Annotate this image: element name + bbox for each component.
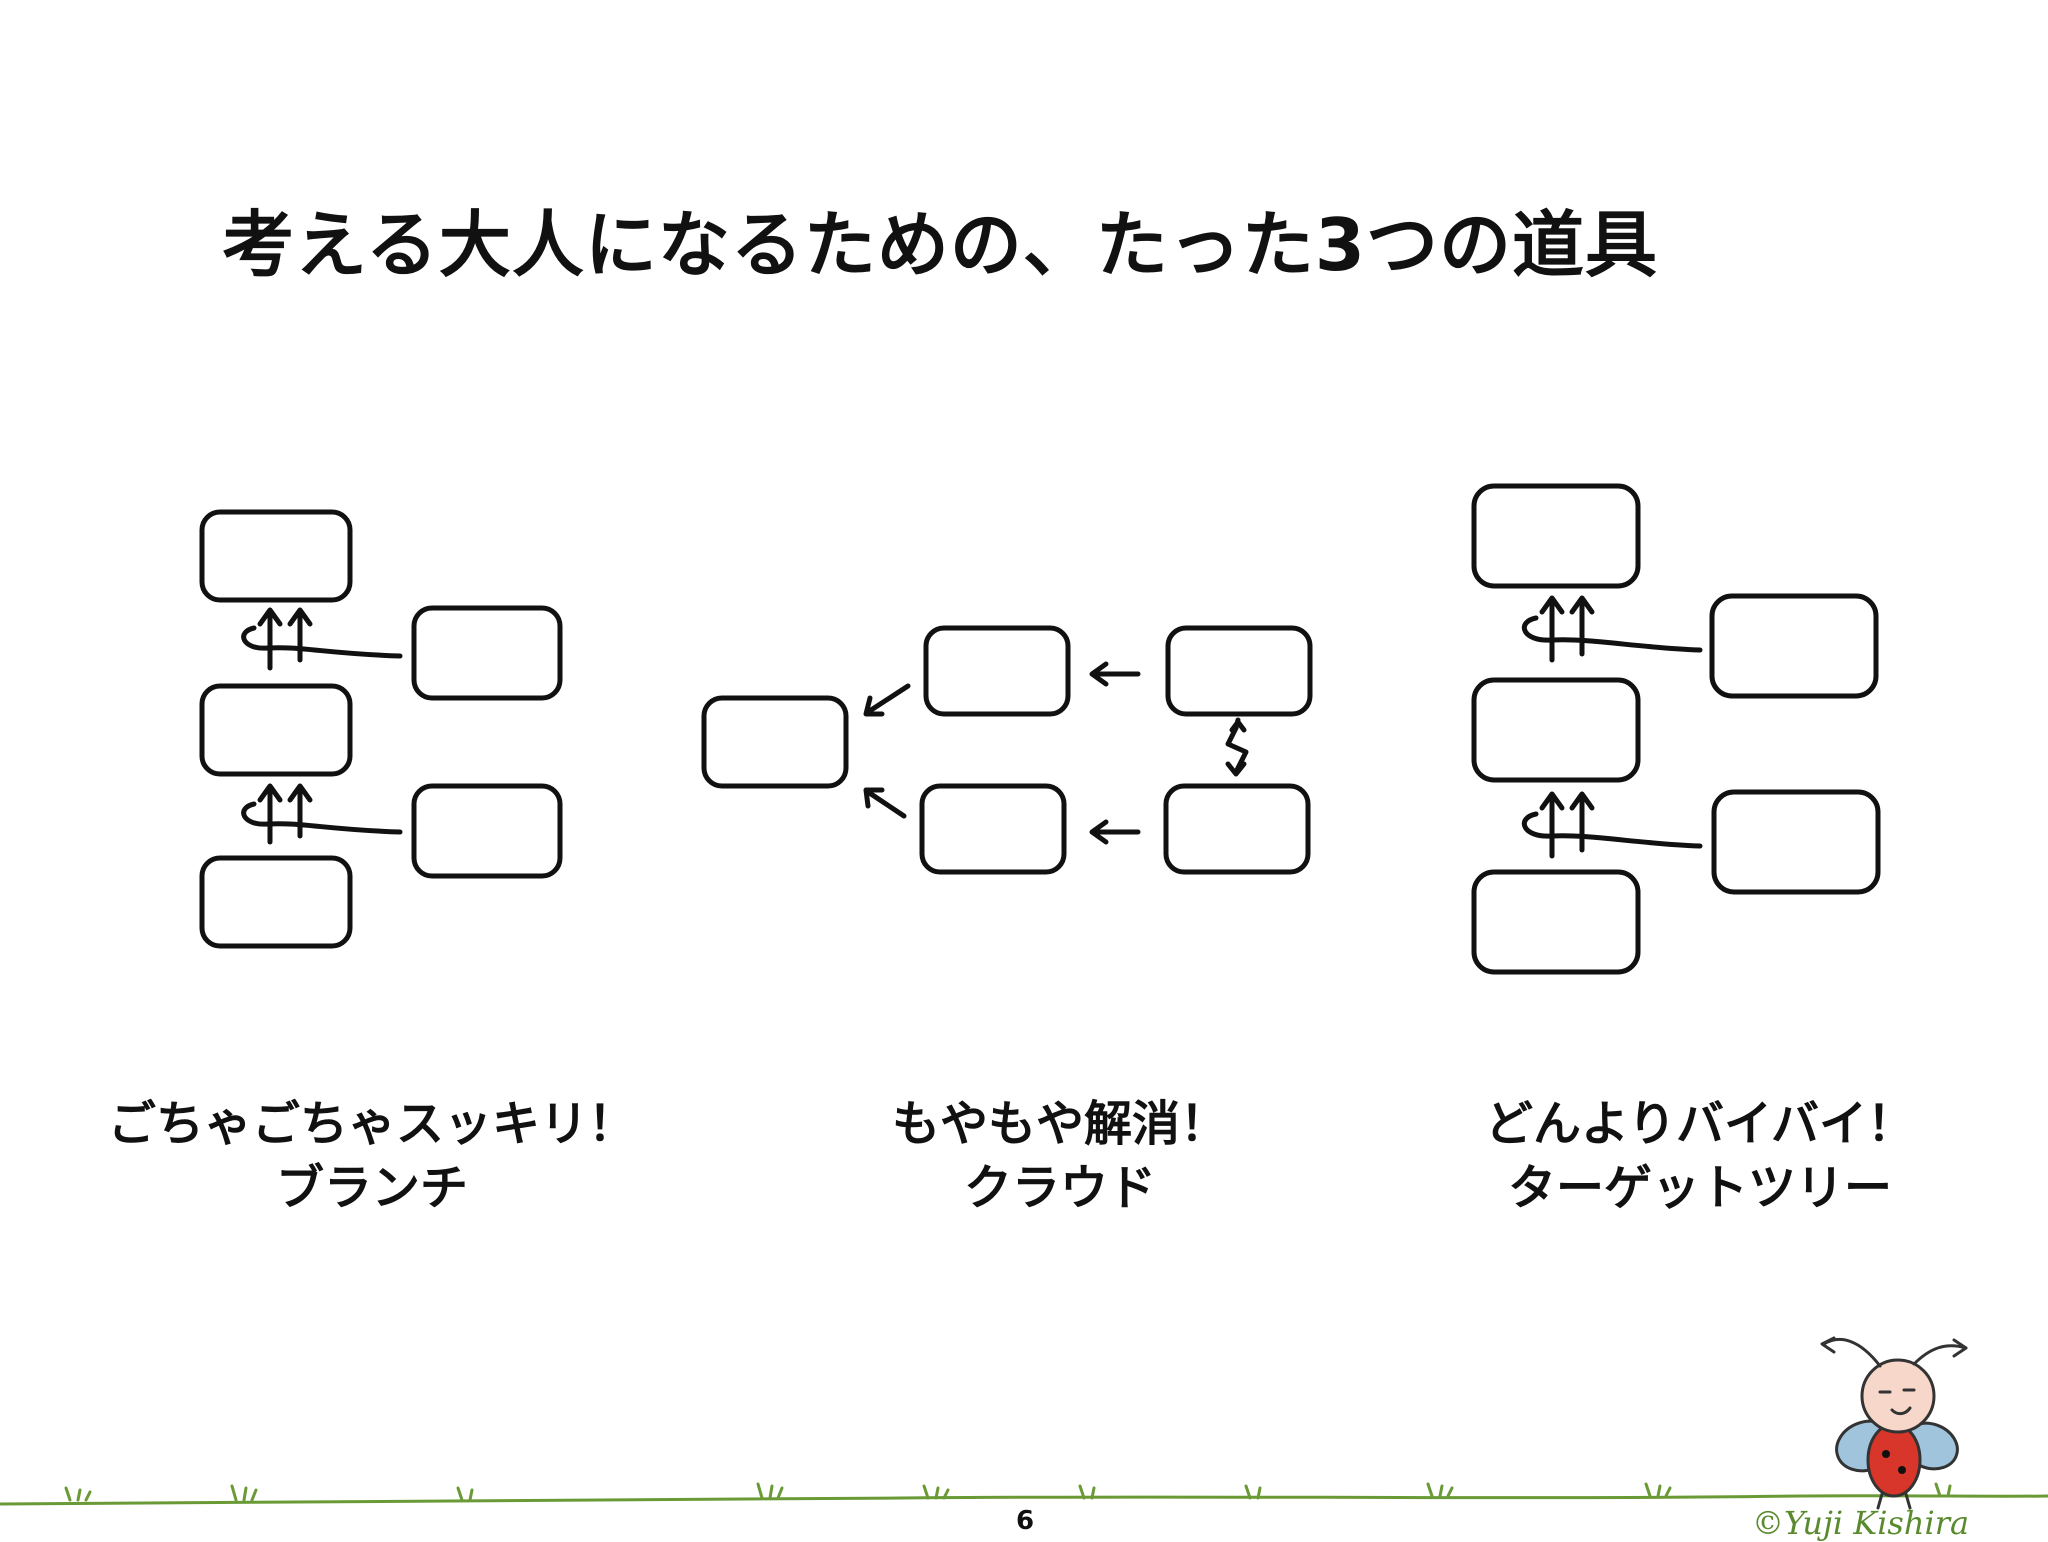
tree-connector-1 [1522,595,1703,663]
cloud-box-conclusion [701,695,849,789]
cloud-conflict-zigzag [1225,717,1249,777]
tool-caption-target-tree-line1: どんよりバイバイ！ [1484,1096,1916,1152]
cloud-box-need-a [923,625,1071,717]
tree-box-side-2 [1711,789,1881,895]
cloud-box-need-b [919,783,1067,875]
grass-ground [0,1482,2048,1506]
tool-caption-cloud: もやもや解消！ クラウド [820,1092,1300,1220]
copyright-credit: ©Yuji Kishira [1752,1504,1970,1542]
branch-connector-1 [241,607,403,671]
branch-box-middle [199,683,353,777]
tool-caption-cloud-line1: もやもや解消！ [891,1096,1228,1152]
slide-title: 考える大人になるための、たった3つの道具 [222,203,1658,287]
tree-box-middle [1471,677,1641,783]
branch-box-bottom [199,855,353,949]
tree-connector-2 [1522,791,1703,859]
target-tree-diagram [1471,483,1881,975]
branch-box-reason-1 [411,605,563,701]
mascot-illustration [1820,1336,1968,1510]
tool-caption-branch-line1: ごちゃごちゃスッキリ！ [107,1096,636,1152]
tool-caption-cloud-line2: クラウド [963,1160,1156,1216]
page-number: 6 [1016,1506,1035,1536]
tree-box-side-1 [1709,593,1879,699]
branch-box-reason-2 [411,783,563,879]
tree-box-top [1471,483,1641,589]
branch-box-top [199,509,353,603]
tool-caption-target-tree: どんよりバイバイ！ ターゲットツリー [1450,1092,1950,1220]
branch-diagram [199,509,563,949]
tool-caption-branch: ごちゃごちゃスッキリ！ ブランチ [100,1092,644,1220]
cloud-box-want-b [1163,783,1311,875]
cloud-diagram [701,625,1313,875]
cloud-box-want-a [1165,625,1313,717]
tool-caption-branch-line2: ブランチ [275,1160,468,1216]
cloud-arrows [863,661,1141,845]
tool-caption-target-tree-line2: ターゲットツリー [1507,1160,1892,1216]
tree-box-bottom [1471,869,1641,975]
branch-connector-2 [241,783,403,845]
